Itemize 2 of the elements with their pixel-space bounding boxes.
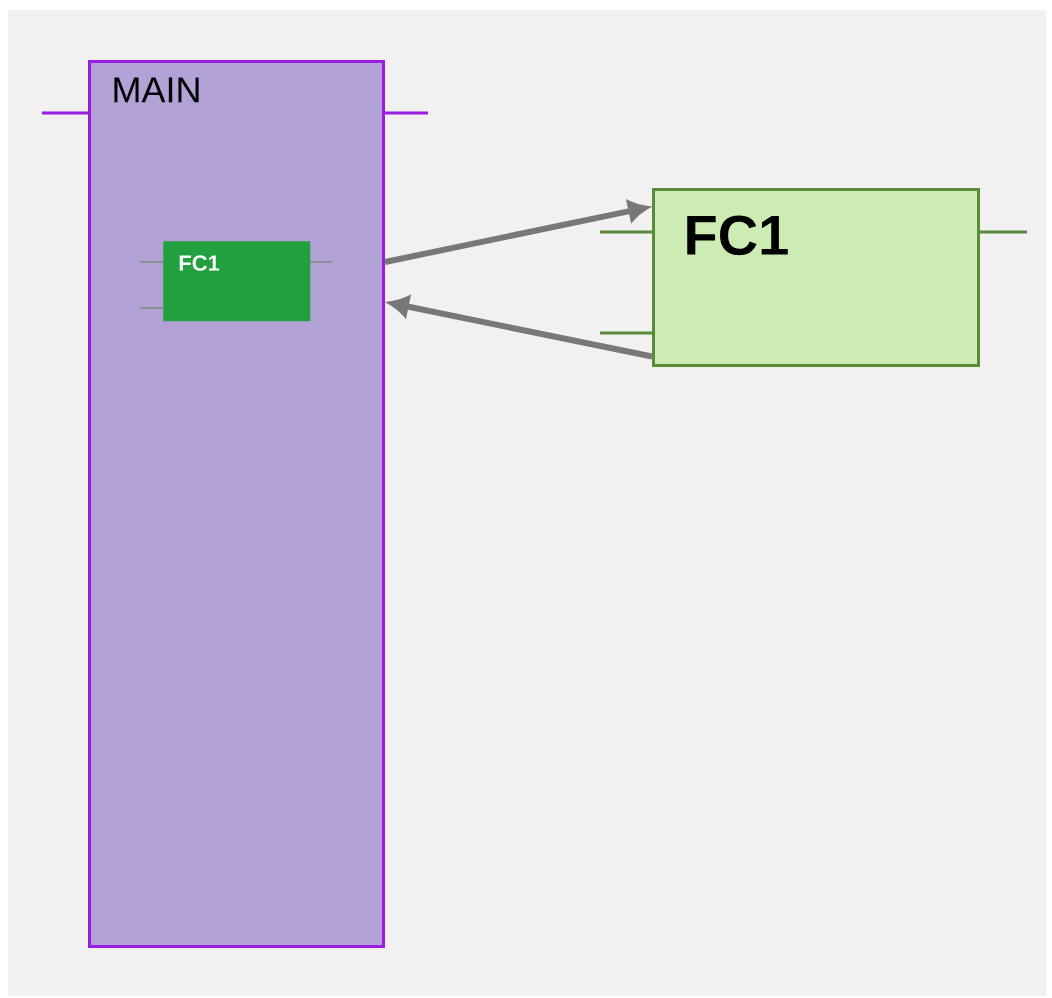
function-block: FC1 xyxy=(600,188,1027,367)
function-block: FC1 xyxy=(139,241,333,322)
